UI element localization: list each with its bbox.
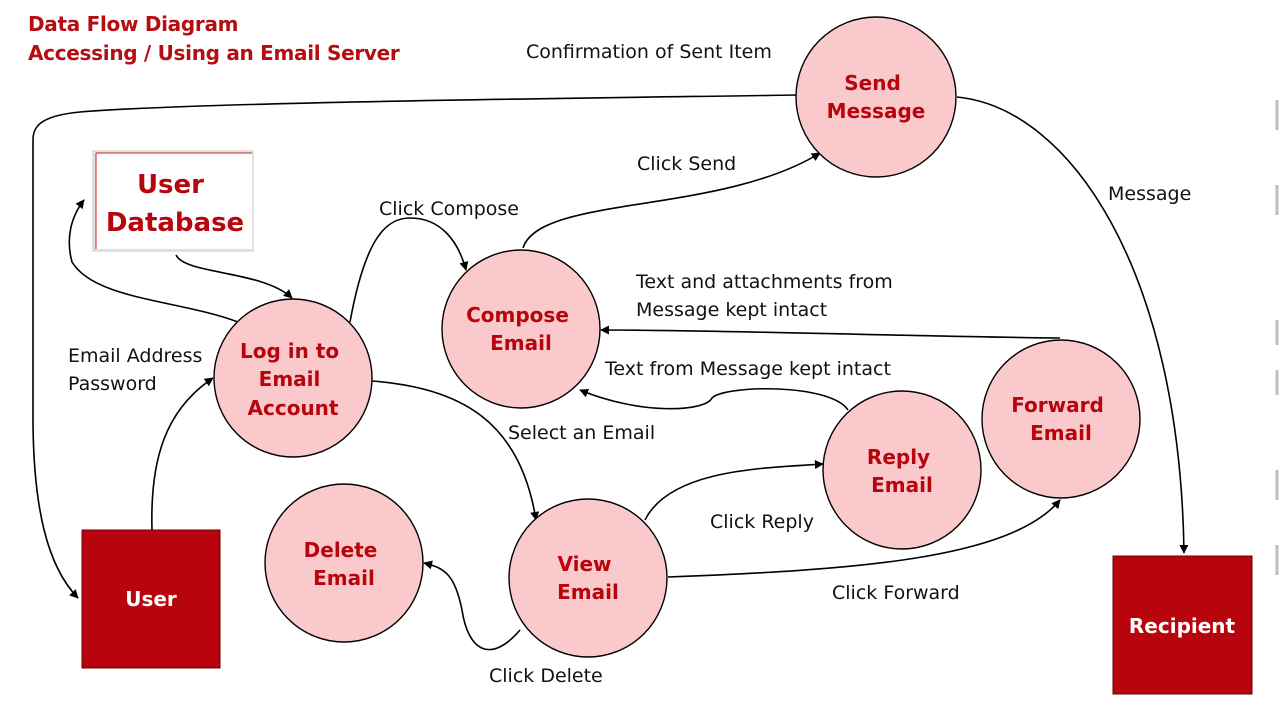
flow-label-text-attachments: Text and attachments from Message kept i… (635, 271, 899, 321)
process-reply[interactable]: Reply Email (822, 390, 982, 550)
flow-label-click-send: Click Send (637, 153, 736, 175)
node-label-user-database: User Database (106, 170, 244, 238)
flow-edges (32, 94, 1189, 651)
node-label-forward: Forward Email (1011, 393, 1111, 445)
flow-edge-login-database (68, 199, 239, 323)
flow-label-click-compose: Click Compose (379, 198, 519, 220)
process-compose[interactable]: Compose Email (441, 249, 601, 409)
node-label-reply: Reply Email (867, 445, 937, 497)
flow-label-click-delete: Click Delete (489, 665, 603, 687)
flow-label-click-forward: Click Forward (832, 582, 960, 604)
flow-label-text-from-message: Text from Message kept intact (604, 358, 891, 380)
flow-label-credentials: Email Address Password (68, 345, 208, 395)
flow-label-confirmation: Confirmation of Sent Item (526, 41, 772, 63)
flow-edge-click-delete (423, 560, 521, 651)
entity-user[interactable]: User (81, 529, 221, 669)
process-delete[interactable]: Delete Email (264, 483, 424, 643)
flow-edge-message (956, 96, 1189, 554)
flow-label-select-email: Select an Email (508, 422, 655, 444)
flow-edge-click-forward (667, 499, 1061, 578)
node-label-delete: Delete Email (304, 538, 385, 590)
flow-edge-click-reply (644, 460, 824, 521)
flow-edge-select-email (371, 380, 540, 521)
title-line-1: Data Flow Diagram (28, 12, 239, 36)
flow-label-message: Message (1108, 183, 1191, 205)
process-send[interactable]: Send Message (795, 16, 957, 178)
process-view[interactable]: View Email (508, 498, 668, 658)
flow-edge-database-login (175, 254, 293, 299)
entity-recipient[interactable]: Recipient (1112, 555, 1253, 695)
process-login[interactable]: Log in to Email Account (213, 298, 373, 458)
node-label-login: Log in to Email Account (240, 339, 346, 420)
flow-edge-reply-compose (579, 387, 849, 411)
node-label-user: User (125, 587, 177, 611)
diagram-title: Data Flow Diagram Accessing / Using an E… (28, 10, 400, 68)
flow-edge-click-send (522, 152, 821, 249)
node-label-send: Send Message (827, 71, 926, 123)
flow-edge-forward-compose (600, 325, 1061, 339)
node-label-view: View Email (557, 552, 619, 604)
flow-edge-confirmation (32, 94, 798, 599)
node-label-recipient: Recipient (1129, 614, 1236, 638)
flow-edge-click-compose (349, 217, 469, 323)
data-store-user-database[interactable]: User Database (92, 150, 254, 252)
process-forward[interactable]: Forward Email (981, 339, 1141, 499)
flow-edge-credentials (151, 377, 214, 531)
flow-label-click-reply: Click Reply (710, 511, 814, 533)
flow-labels: Confirmation of Sent Item Click Send Mes… (68, 41, 1191, 687)
node-label-compose: Compose Email (466, 303, 576, 355)
title-line-2: Accessing / Using an Email Server (28, 41, 400, 65)
